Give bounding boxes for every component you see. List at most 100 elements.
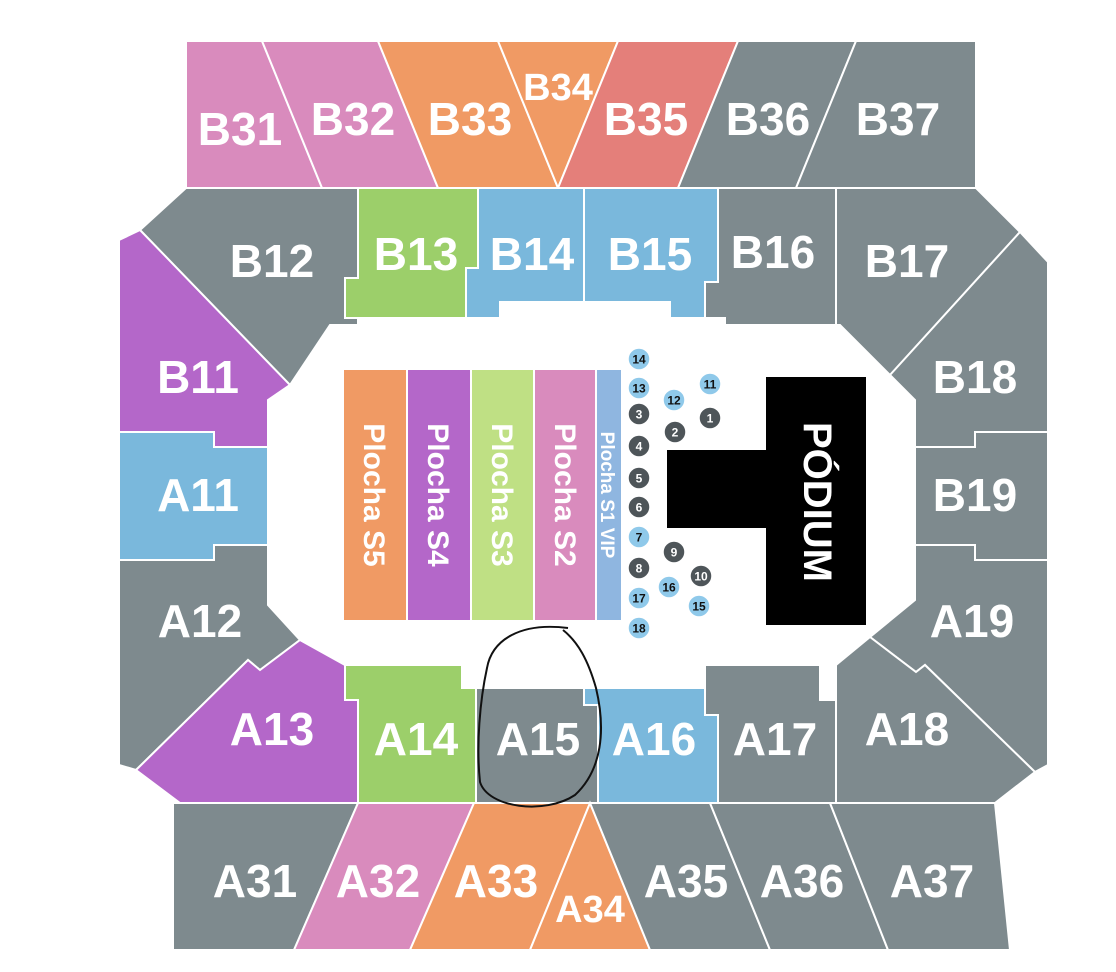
section-a31[interactable]: A31 [172,802,360,951]
section-b14[interactable]: B14 [465,187,585,319]
vip-table-18[interactable]: 18 [627,616,651,640]
vip-table-6-marker [627,495,651,519]
section-a32-label: A32 [336,855,420,907]
vip-table-15[interactable]: 15 [687,594,711,618]
vip-table-4-marker [627,434,651,458]
section-a17[interactable]: A17 [704,664,837,804]
vip-table-18-label: 18 [632,622,646,636]
floor-plocha-s3[interactable]: Plocha S3 [472,370,533,620]
floor-plocha-s3-label: Plocha S3 [485,423,518,566]
vip-table-10[interactable]: 10 [689,564,713,588]
vip-table-7-label: 7 [636,531,643,545]
section-a37-area [828,802,1012,951]
section-b19-label: B19 [933,469,1017,521]
vip-table-2-label: 2 [672,426,679,440]
section-b16[interactable]: B16 [704,187,837,326]
vip-table-13[interactable]: 13 [627,376,651,400]
section-b13-label: B13 [374,228,458,280]
section-b32[interactable]: B32 [260,40,440,189]
section-b18-label: B18 [933,351,1017,403]
vip-table-4[interactable]: 4 [627,434,651,458]
section-a13-label: A13 [230,703,314,755]
section-b14-label: B14 [490,228,575,280]
section-b31[interactable]: B31 [185,40,324,189]
vip-table-12-label: 12 [667,394,681,408]
section-b37[interactable]: B37 [794,40,977,189]
vip-table-17[interactable]: 17 [627,586,651,610]
section-b32-label: B32 [311,93,395,145]
section-b36[interactable]: B36 [676,40,858,189]
vip-table-6[interactable]: 6 [627,495,651,519]
section-b17[interactable]: B17 [835,187,1022,377]
floor-plocha-s2-area [535,370,595,620]
section-a12[interactable]: A12 [118,544,302,772]
vip-table-5-label: 5 [636,472,643,486]
section-b36-label: B36 [726,93,810,145]
floor-plocha-s2-label: Plocha S2 [548,423,581,566]
vip-table-6-label: 6 [636,501,643,515]
vip-table-2[interactable]: 2 [663,420,687,444]
vip-table-5[interactable]: 5 [627,466,651,490]
vip-table-14[interactable]: 14 [627,347,651,371]
vip-table-17-marker [627,586,651,610]
vip-table-1-label: 1 [707,412,714,426]
floor-plocha-s4-area [408,370,470,620]
floor-plocha-s5[interactable]: Plocha S5 [344,370,406,620]
vip-table-13-marker [627,376,651,400]
floor-plocha-s5-label: Plocha S5 [357,423,390,566]
vip-table-16[interactable]: 16 [657,575,681,599]
section-b35-label: B35 [604,93,688,145]
section-a34-label: A34 [555,889,625,931]
section-a14-label: A14 [374,713,459,765]
section-a37[interactable]: A37 [828,802,1012,951]
vip-table-14-label: 14 [632,353,646,367]
vip-table-17-label: 17 [632,592,646,606]
vip-table-3-label: 3 [636,408,643,422]
section-b16-label: B16 [731,226,815,278]
section-a14[interactable]: A14 [344,664,477,804]
vip-table-8[interactable]: 8 [627,556,651,580]
section-a19-label: A19 [930,595,1014,647]
stage: PÓDIUM [667,377,866,625]
floor-plocha-s4[interactable]: Plocha S4 [408,370,470,620]
vip-table-15-label: 15 [692,600,706,614]
vip-table-11[interactable]: 11 [698,372,722,396]
section-a17-label: A17 [733,713,817,765]
section-a16[interactable]: A16 [583,687,719,804]
vip-table-12-marker [662,388,686,412]
section-b12-label: B12 [230,235,314,287]
section-a18[interactable]: A18 [835,635,1037,804]
section-b11-label: B11 [157,351,239,403]
section-b15[interactable]: B15 [583,187,719,319]
floor-plocha-s5-area [344,370,406,620]
section-b31-label: B31 [198,103,282,155]
section-a35-label: A35 [644,855,728,907]
section-a15-label: A15 [496,713,580,765]
floor-plocha-s1-vip-area [597,370,621,620]
section-b13[interactable]: B13 [344,187,479,319]
vip-table-10-label: 10 [694,570,708,584]
vip-table-7[interactable]: 7 [627,525,651,549]
vip-table-12[interactable]: 12 [662,388,686,412]
vip-table-1[interactable]: 1 [698,406,722,430]
floor-plocha-s1-vip[interactable]: Plocha S1 VIP [596,370,621,620]
vip-table-14-marker [627,347,651,371]
floor-plocha-s2[interactable]: Plocha S2 [535,370,595,620]
vip-table-15-marker [687,594,711,618]
section-a16-label: A16 [612,713,696,765]
vip-table-3-marker [627,402,651,426]
floor-plocha-s3-area [472,370,533,620]
section-a32[interactable]: A32 [292,802,476,951]
floor-plocha-s1-vip-label: Plocha S1 VIP [596,432,617,559]
vip-table-9[interactable]: 9 [662,540,686,564]
vip-table-16-label: 16 [662,581,676,595]
section-b19[interactable]: B19 [914,431,1049,561]
vip-table-3[interactable]: 3 [627,402,651,426]
section-b33-label: B33 [428,93,512,145]
vip-table-18-marker [627,616,651,640]
section-a19[interactable]: A19 [868,544,1049,774]
vip-table-7-marker [627,525,651,549]
stage-label: PÓDIUM [795,422,841,582]
section-a11[interactable]: A11 [118,431,269,561]
